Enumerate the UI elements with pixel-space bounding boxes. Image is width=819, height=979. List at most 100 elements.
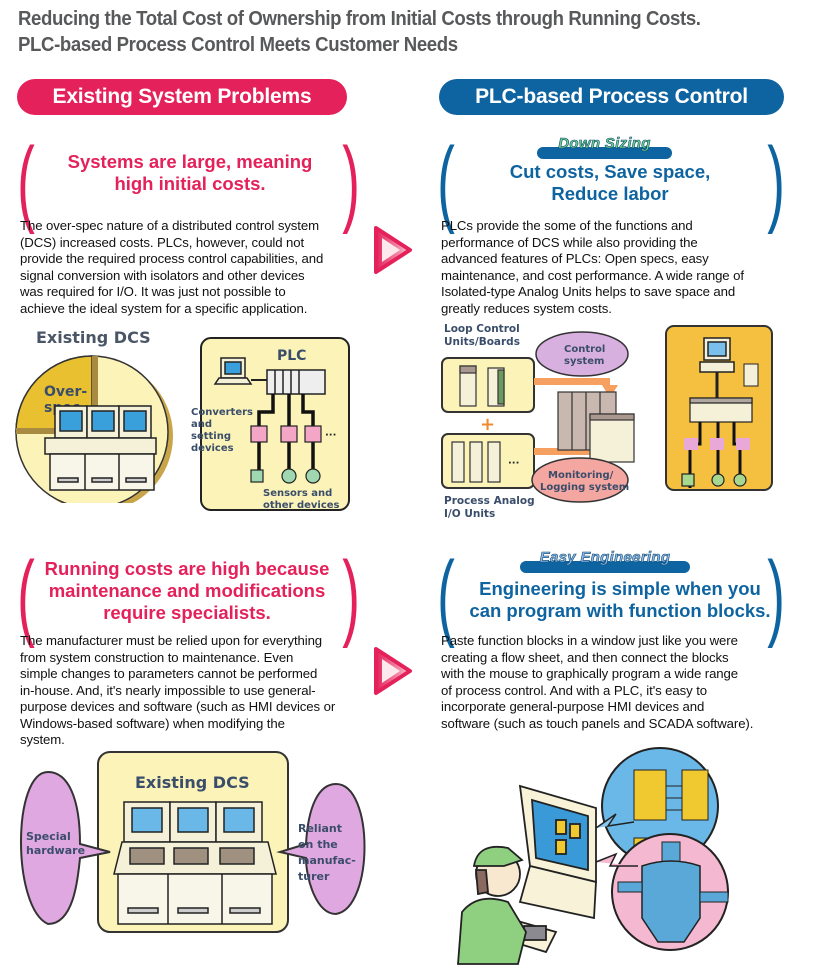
engineer-icon <box>457 845 527 965</box>
body-line: Isolated-type Analog Units helps to save… <box>441 284 736 299</box>
play-triangle-icon <box>374 226 412 274</box>
sensors-label-2: other devices <box>263 500 340 511</box>
monitoring-label-1: Monitoring/ <box>548 470 614 481</box>
problem-2-headline: Running costs are high because maintenan… <box>22 558 352 624</box>
process-analog-label-1: Process Analog <box>444 495 535 507</box>
body-line: The manufacturer must be relied upon for… <box>20 633 323 648</box>
solution-1-headline-line-2: Reduce labor <box>551 183 669 204</box>
easy-engineering-tag-bar <box>520 561 690 573</box>
special-hardware-label-1: Special <box>26 830 71 843</box>
isolated-analog-units-illustration: Loop Control Units/Boards + ··· Process … <box>441 323 635 520</box>
existing-dcs-dependency-illustration: Existing DCS Special hardware Reliant on… <box>20 751 366 933</box>
existing-dcs-title: Existing DCS <box>36 328 151 347</box>
process-tank-zoom-bubble <box>611 833 729 951</box>
left-paren-decoration: ( <box>437 128 455 235</box>
plc-rack-icon <box>266 369 326 395</box>
page-title-line-1: Reducing the Total Cost of Ownership fro… <box>18 8 701 30</box>
reliant-label-4: turer <box>298 870 330 883</box>
play-triangle-icon <box>374 647 412 695</box>
problem-2-body: The manufacturer must be relied upon for… <box>20 633 370 749</box>
problem-2-headline-line-3: require specialists. <box>103 602 271 623</box>
body-line: system. <box>20 732 65 747</box>
left-paren-decoration: ( <box>437 542 455 649</box>
sensor-devices <box>681 473 747 487</box>
overspec-label-1: Over- <box>44 384 87 400</box>
body-line: creating a flow sheet, and then connect … <box>441 649 729 665</box>
plus-icon: + <box>480 414 495 435</box>
converters-label-1: Converters <box>191 407 253 418</box>
existing-problems-banner-label: Existing System Problems <box>52 85 312 108</box>
existing-dcs-title: Existing DCS <box>135 773 250 792</box>
down-sizing-tag-bar <box>537 147 672 159</box>
body-line: from system construction to maintenance.… <box>20 649 294 665</box>
body-line: advanced features of PLCs: Open specs, e… <box>441 251 709 266</box>
body-line: performance of DCS while also providing … <box>441 234 698 250</box>
body-line: simple changes to parameters cannot be p… <box>20 666 318 681</box>
body-line: incorporate general-purpose HMI devices … <box>441 699 705 714</box>
loop-control-label-1: Loop Control <box>444 323 520 335</box>
slice-divider <box>92 356 98 432</box>
reliant-label-2: on the <box>298 838 338 851</box>
body-line: signal conversion with isolators and oth… <box>20 267 305 283</box>
plc-based-network-illustration <box>665 325 773 491</box>
right-paren-decoration: ) <box>767 128 785 235</box>
converters-label-4: devices <box>191 443 234 454</box>
board-icon <box>743 363 759 387</box>
down-sizing-tag: Down Sizing <box>558 135 651 153</box>
page-title-line-2: PLC-based Process Control Meets Customer… <box>18 34 458 56</box>
problem-1-headline-line-2: high initial costs. <box>114 173 266 194</box>
body-line: Paste function blocks in a window just l… <box>441 633 738 648</box>
body-line: greatly reduces system costs. <box>441 300 612 316</box>
converter-devices <box>250 425 322 443</box>
right-paren-decoration: ) <box>342 542 360 649</box>
body-line: with the mouse to graphically program a … <box>441 666 739 681</box>
problem-2-headline-line-2: maintenance and modifications <box>48 580 326 601</box>
process-analog-label-2: I/O Units <box>444 508 495 520</box>
problem-1-body: The over-spec nature of a distributed co… <box>20 218 365 317</box>
lightning-link-icon <box>595 852 638 867</box>
dcs-consoles-icon <box>113 801 277 925</box>
body-line: provide the required process control cap… <box>20 251 324 266</box>
problem-1-headline: Systems are large, meaning high initial … <box>40 151 340 195</box>
right-paren-decoration: ) <box>342 128 360 235</box>
slice-divider <box>16 428 92 434</box>
more-dots: ··· <box>508 458 519 469</box>
plc-network-illustration: PLC ··· Converters and setting devices S… <box>191 337 350 511</box>
monitoring-system-bubble <box>531 457 629 503</box>
body-line: in-house. And, it's nearly impossible to… <box>20 682 316 698</box>
converters-label-2: and <box>191 419 212 430</box>
plc-process-control-banner: PLC-based Process Control <box>439 79 784 115</box>
solution-1-body: PLCs provide the some of the functions a… <box>441 218 801 317</box>
easy-engineering-tag: Easy Engineering <box>539 549 671 567</box>
loop-control-units-icon <box>459 365 505 407</box>
solution-2-headline-line-1: Engineering is simple when you <box>479 578 761 599</box>
existing-dcs-overspec-illustration: Existing DCS Over- spec <box>15 328 173 503</box>
body-line: was required for I/O. It was just not po… <box>20 284 286 299</box>
body-line: software (such as touch panels and SCADA… <box>441 715 754 731</box>
solution-1-headline: Cut costs, Save space, Reduce labor <box>460 161 760 205</box>
right-paren-decoration: ) <box>767 542 785 649</box>
body-line: PLCs provide the some of the functions a… <box>441 218 693 233</box>
body-line: purpose devices and software (such as HM… <box>20 699 336 714</box>
computer-icon <box>699 337 735 373</box>
loop-control-label-2: Units/Boards <box>444 336 520 348</box>
laptop-icon <box>213 357 253 385</box>
control-system-label-1: Control <box>564 344 605 355</box>
body-line: maintenance, and cost performance. A wid… <box>441 267 744 283</box>
body-line: of process control. And with a PLC, it's… <box>441 682 707 698</box>
body-line: The over-spec nature of a distributed co… <box>20 218 319 233</box>
reliant-label-3: manufac- <box>298 854 356 867</box>
existing-problems-banner: Existing System Problems <box>17 79 347 115</box>
plc-process-control-banner-label: PLC-based Process Control <box>475 85 748 108</box>
more-dots: ··· <box>325 430 336 441</box>
sensor-devices <box>250 468 321 484</box>
plc-rack-icon <box>557 391 635 463</box>
left-paren-decoration: ( <box>17 128 35 235</box>
monitoring-label-2: Logging system <box>540 482 629 493</box>
left-paren-decoration: ( <box>17 542 35 649</box>
isolated-units <box>684 438 750 450</box>
control-system-label-2: system <box>564 356 604 367</box>
plc-label: PLC <box>277 348 306 364</box>
dcs-consoles-icon <box>44 405 157 491</box>
page-title: Reducing the Total Cost of Ownership fro… <box>18 6 701 58</box>
